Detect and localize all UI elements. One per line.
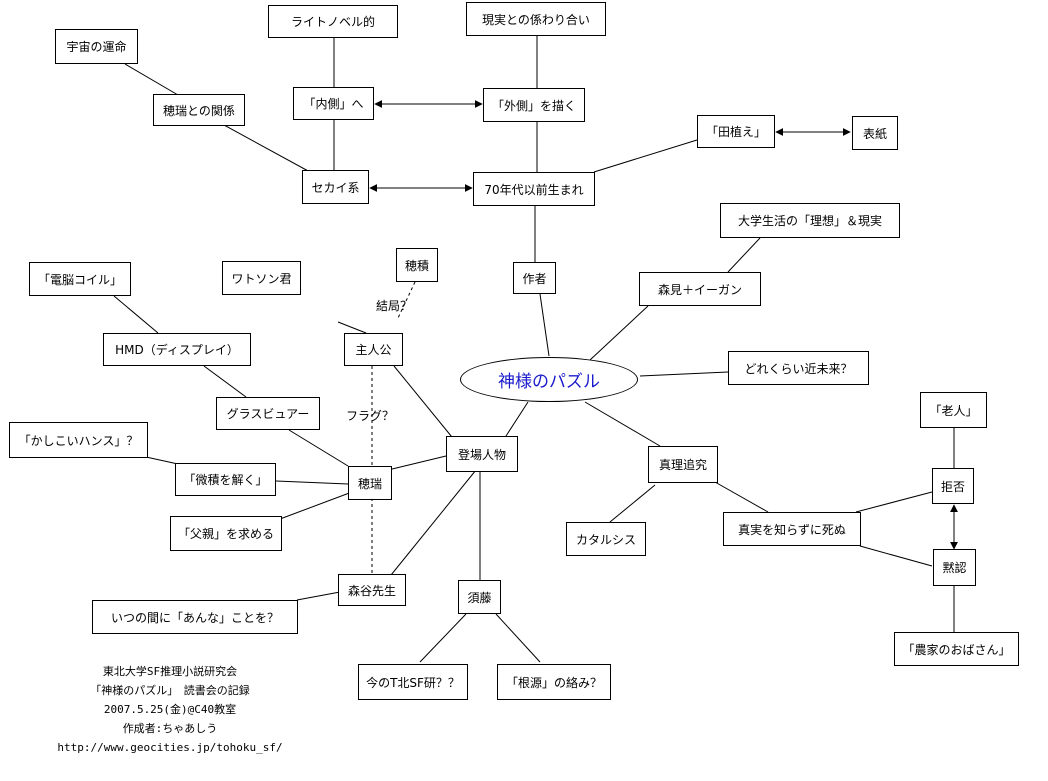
node-shinri-tsuikyu: 真理追究 bbox=[648, 446, 718, 483]
credit-block: 東北大学SF推理小説研究会 「神様のパズル」 読書会の記録 2007.5.25(… bbox=[30, 662, 310, 757]
annotation-flag: フラグ？ bbox=[346, 409, 395, 423]
node-kashikoi-hans: 「かしこいハンス」？ bbox=[9, 422, 148, 458]
node-hozumi-kankei: 穂瑞との関係 bbox=[153, 94, 245, 126]
node-sekai: セカイ系 bbox=[302, 170, 369, 204]
node-itsuno-ma: いつの間に「あんな」ことを？ bbox=[92, 600, 298, 634]
credit-author: 作成者:ちゃあしう bbox=[122, 722, 218, 735]
node-daigaku: 大学生活の「理想」＆現実 bbox=[720, 203, 900, 238]
node-hmd: HMD（ディスプレイ） bbox=[103, 333, 251, 366]
node-roujin: 「老人」 bbox=[920, 392, 987, 428]
node-uchu-no-unmei: 宇宙の運命 bbox=[55, 29, 138, 64]
node-hozumi-a: 穂積 bbox=[396, 248, 438, 282]
node-chichioya: 「父親」を求める bbox=[170, 516, 282, 551]
node-light-novel: ライトノベル的 bbox=[268, 5, 398, 38]
node-bibun: 「微積を解く」 bbox=[175, 463, 276, 496]
credit-event: 「神様のパズル」 読書会の記録 bbox=[90, 684, 250, 697]
node-noka-obasan: 「農家のおばさん」 bbox=[894, 632, 1019, 666]
node-glass-viewer: グラスビュアー bbox=[216, 397, 320, 430]
node-kyohi: 拒否 bbox=[932, 468, 974, 504]
node-sudo: 須藤 bbox=[458, 580, 501, 614]
credit-club: 東北大学SF推理小説研究会 bbox=[102, 665, 238, 678]
credit-date: 2007.5.25(金)@C40教室 bbox=[103, 703, 237, 716]
node-genjitsu-kakawari: 現実との係わり合い bbox=[466, 2, 606, 36]
node-dennou-coil: 「電脳コイル」 bbox=[29, 262, 131, 296]
node-hozumi-b: 穂瑞 bbox=[348, 466, 392, 500]
node-tojo-jinbutsu: 登場人物 bbox=[446, 436, 518, 472]
node-hyoshi: 表紙 bbox=[852, 116, 898, 150]
credit-url: http://www.geocities.jp/tohoku_sf/ bbox=[57, 741, 283, 754]
node-uchigawa: 「内側」へ bbox=[293, 87, 374, 120]
node-shujinko: 主人公 bbox=[344, 333, 403, 366]
node-watson: ワトソン君 bbox=[222, 261, 301, 295]
node-shinjitsu: 真実を知らずに死ぬ bbox=[723, 512, 861, 546]
node-sakusha: 作者 bbox=[513, 262, 556, 294]
node-sotogawa: 「外側」を描く bbox=[483, 88, 585, 122]
node-morimi: 森見＋イーガン bbox=[639, 272, 761, 306]
node-moriya-sensei: 森谷先生 bbox=[338, 574, 406, 606]
node-mokunin: 黙認 bbox=[933, 549, 976, 586]
node-dorekurai: どれくらい近未来？ bbox=[728, 351, 869, 385]
node-70s: 70年代以前生まれ bbox=[473, 172, 595, 206]
center-node-kamisama-no-puzzle: 神様のパズル bbox=[460, 357, 638, 402]
node-taue: 「田植え」 bbox=[697, 115, 775, 148]
node-kongen: 「根源」の絡み？ bbox=[497, 664, 611, 700]
node-katarushisu: カタルシス bbox=[566, 522, 646, 556]
annotation-kekkyoku: 結局？ bbox=[376, 299, 413, 313]
node-ima-t-hoku: 今のT北SF研？？ bbox=[358, 664, 468, 700]
